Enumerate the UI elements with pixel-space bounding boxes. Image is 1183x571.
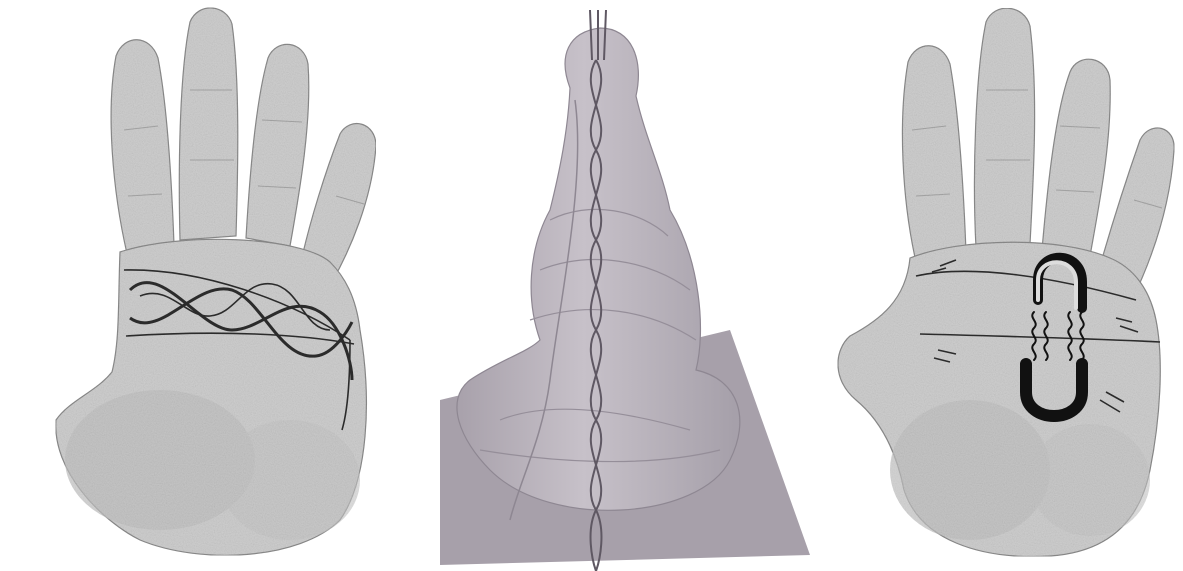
right-hand-shape bbox=[838, 8, 1174, 556]
seated-figure-illustration bbox=[400, 0, 820, 571]
right-palm-illustration bbox=[820, 0, 1183, 571]
left-palm-panel bbox=[0, 0, 400, 571]
left-palm-illustration bbox=[0, 0, 400, 571]
seated-figure-panel bbox=[400, 0, 820, 571]
right-palm-panel bbox=[820, 0, 1183, 571]
